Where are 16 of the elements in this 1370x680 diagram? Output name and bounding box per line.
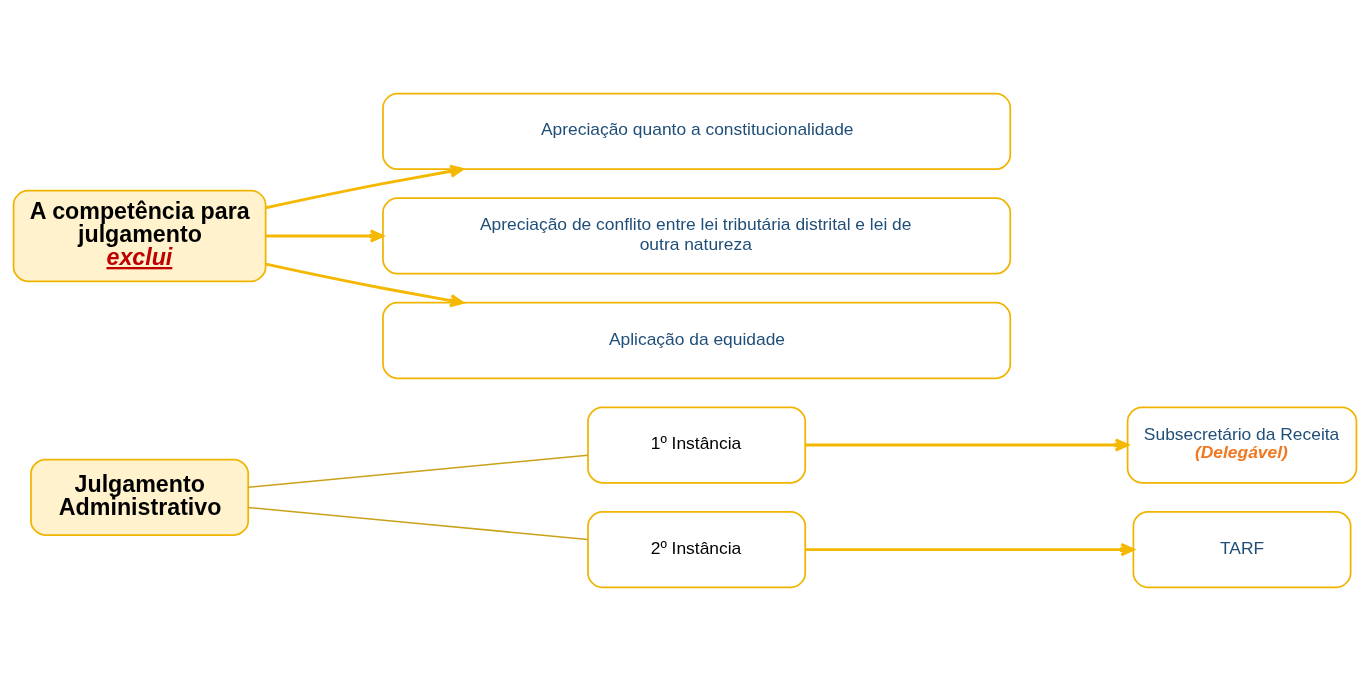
node-box: 2º Instância [587,510,807,588]
node-box: Subsecretário da Receita (Delegável) [1126,405,1358,484]
node-box: Apreciação de conflito entre lei tributária distrital e lei de outra natureza [382,196,1012,275]
arrow [265,228,384,243]
node-box: Apreciação quanto a constitucionalidade [382,92,1012,170]
arrow [805,542,1135,556]
node-box: 1º Instância [587,405,807,484]
node-box: Julgamento Administrativo [30,458,250,536]
arrow [805,437,1129,452]
connector [247,506,589,540]
arrow [265,262,464,307]
node-box: TARF [1132,510,1352,588]
arrow [265,164,464,209]
node-box: Aplicação da equidade [382,301,1012,379]
connector [247,453,589,488]
node-box: A competência para julgamento exclui [12,189,267,282]
